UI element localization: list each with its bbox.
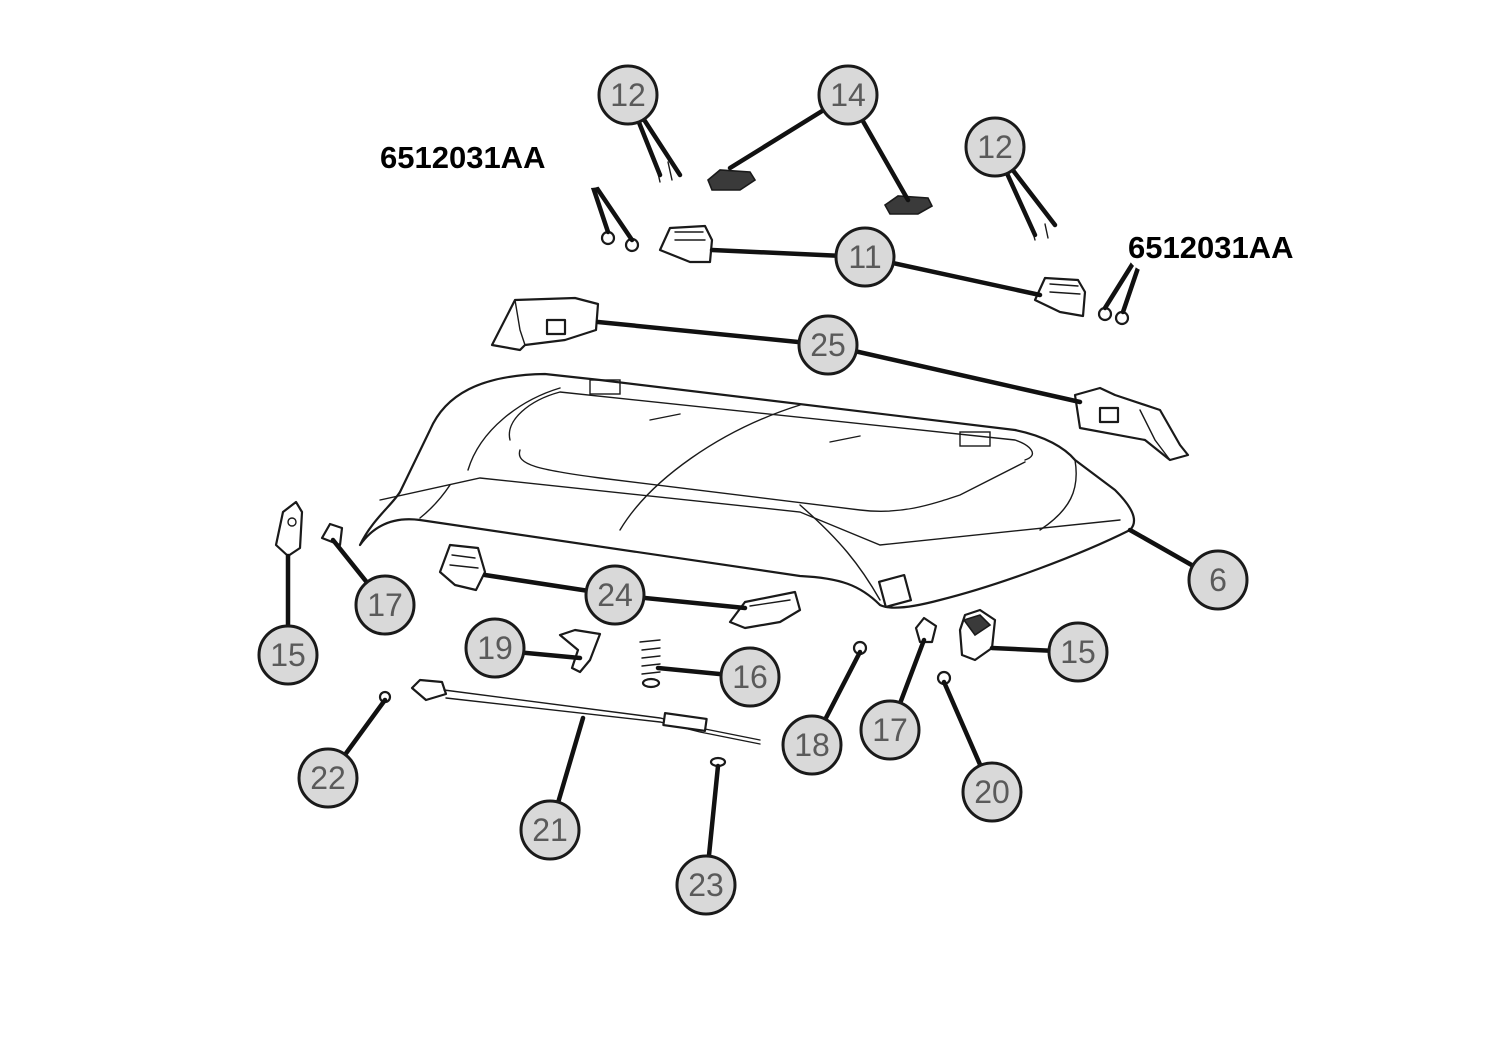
svg-text:24: 24	[597, 577, 633, 613]
svg-text:12: 12	[610, 77, 646, 113]
callout-12-left: 12	[597, 64, 659, 126]
release-cable	[410, 678, 761, 745]
callout-23: 23	[675, 854, 737, 916]
callout-16: 16	[719, 646, 781, 708]
hinge-right	[1033, 276, 1087, 318]
latch-right	[728, 590, 802, 630]
part-number-label-left: 6512031AA	[380, 132, 618, 188]
callout-24: 24	[584, 564, 646, 626]
callout-18: 18	[781, 714, 843, 776]
hood-bumper-left	[707, 169, 757, 191]
callout-21: 21	[519, 799, 581, 861]
hinge-bracket-left	[490, 296, 600, 352]
svg-text:6512031AA: 6512031AA	[1128, 230, 1293, 265]
callout-20: 20	[961, 761, 1023, 823]
striker-right	[958, 608, 997, 662]
callout-25: 25	[797, 314, 859, 376]
svg-text:16: 16	[732, 659, 768, 695]
svg-text:17: 17	[367, 587, 403, 623]
callout-19: 19	[464, 617, 526, 679]
callout-15-left: 15	[257, 624, 319, 686]
callout-17-right: 17	[859, 699, 921, 761]
svg-text:22: 22	[310, 760, 346, 796]
striker-left	[274, 500, 304, 558]
svg-text:11: 11	[848, 239, 881, 275]
svg-text:15: 15	[1060, 634, 1096, 670]
callout-11: 11	[834, 226, 896, 288]
svg-text:18: 18	[794, 727, 830, 763]
svg-text:21: 21	[532, 812, 568, 848]
callout-12-right: 12	[964, 116, 1026, 178]
callout-14: 14	[817, 64, 879, 126]
svg-text:25: 25	[810, 327, 846, 363]
hinge-bracket-right	[1073, 386, 1190, 462]
hood-panel	[358, 372, 1136, 609]
svg-text:19: 19	[477, 630, 513, 666]
callout-15-right: 15	[1047, 621, 1109, 683]
part-number-label-right: 6512031AA	[1126, 224, 1293, 272]
hinge-left	[658, 224, 714, 264]
clip-17-right	[914, 616, 938, 644]
bolts-right	[1097, 306, 1130, 326]
svg-text:17: 17	[872, 712, 908, 748]
latch-left	[438, 543, 487, 592]
svg-text:15: 15	[270, 637, 306, 673]
callout-17-left: 17	[354, 574, 416, 636]
hood-bumper-right	[883, 195, 934, 215]
svg-text:6512031AA: 6512031AA	[380, 140, 545, 175]
svg-text:12: 12	[977, 129, 1013, 165]
spring	[639, 639, 661, 689]
callout-22: 22	[297, 747, 359, 809]
svg-text:20: 20	[974, 774, 1010, 810]
safety-catch	[558, 628, 602, 674]
svg-text:6: 6	[1209, 562, 1227, 598]
svg-text:23: 23	[688, 867, 724, 903]
callout-6: 6	[1187, 549, 1249, 611]
svg-text:14: 14	[830, 77, 866, 113]
